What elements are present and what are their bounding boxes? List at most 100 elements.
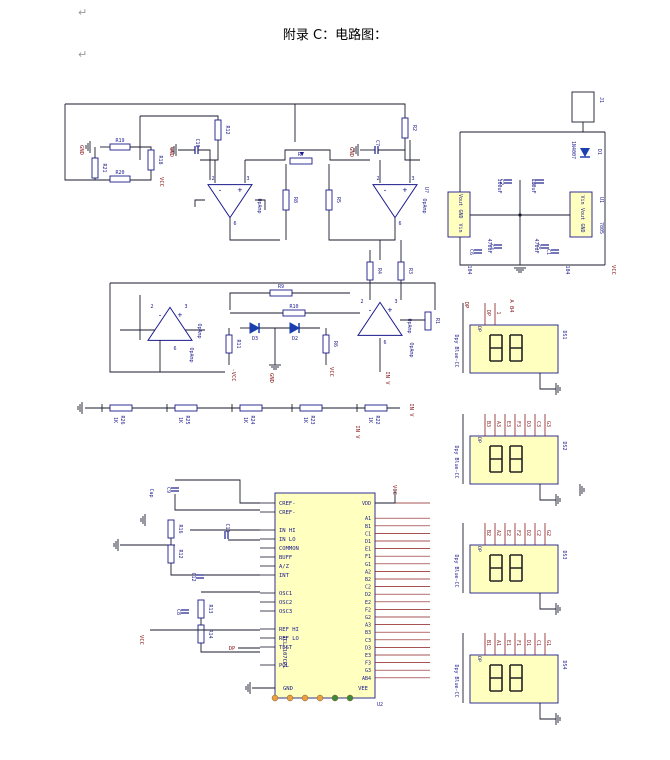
- digit-segments: [509, 554, 523, 582]
- regulator-pin-label: GND: [457, 209, 463, 218]
- wire: [539, 373, 556, 390]
- resistor-label: R23: [309, 415, 315, 424]
- ground-symbol: [269, 364, 281, 370]
- potentiometer-wiper: [300, 152, 304, 156]
- adc-pin-label-right: F3: [365, 661, 371, 667]
- wire: [94, 178, 110, 181]
- opamp-pin-label: +: [387, 305, 392, 314]
- resistor-label: R4: [376, 268, 382, 274]
- display-pin-letter: DP: [476, 546, 482, 552]
- wire: [130, 170, 152, 181]
- adc-pin-label-left: CREF-: [279, 501, 296, 507]
- opamp-label: OpAmp: [408, 342, 414, 357]
- resistor-r14: [197, 624, 205, 644]
- opamp-pin-label: 2: [360, 299, 363, 305]
- resistor-label: R5: [335, 197, 341, 203]
- diode-label: D1: [596, 149, 602, 155]
- wire: [328, 210, 380, 241]
- opamp-pin-label: 3: [184, 304, 187, 310]
- seven-segment-display: [469, 654, 559, 704]
- ground-symbol: [555, 383, 561, 395]
- display-pin-letter: DP: [476, 656, 482, 662]
- resistor-label: R7: [298, 152, 304, 158]
- opamp-label: OpAmp: [196, 323, 202, 338]
- capacitor-value: 104: [564, 265, 570, 274]
- resistor-value: 1K: [367, 417, 373, 423]
- net-label-vcc: VCC: [138, 635, 144, 645]
- display-label: DS3: [561, 550, 567, 559]
- adc-pin-label-right: C2: [365, 585, 371, 591]
- capacitor-label: C10: [194, 138, 200, 147]
- adc-pin-label-left: REF LO: [279, 636, 299, 642]
- opamp-pin-label: 2: [150, 304, 153, 310]
- seven-segment-display: [469, 544, 559, 594]
- diode-d3: [249, 322, 261, 334]
- adc-pin-label-right: D2: [365, 592, 371, 598]
- ground-symbol: [514, 267, 526, 273]
- wire: [255, 199, 266, 210]
- resistor-r12: [214, 119, 222, 141]
- ground-symbol: [579, 484, 585, 496]
- capacitor-value: 100uF: [530, 178, 536, 193]
- opamp-label: U?: [423, 187, 429, 193]
- digit-segments: [509, 445, 523, 473]
- paragraph-mark: ↵: [78, 6, 88, 19]
- adc-pin-label-right: E2: [365, 600, 371, 606]
- resistor-value: 1K: [177, 417, 183, 423]
- wire: [65, 103, 296, 142]
- resistor-r2: [401, 117, 409, 139]
- wire: [130, 146, 152, 150]
- display-pin-label: A2: [495, 530, 501, 536]
- display-pin-label: G3: [545, 421, 551, 427]
- opamp-u-fourth: [357, 301, 403, 336]
- display-pin-label: D2: [525, 530, 531, 536]
- capacitor-label: C8: [175, 609, 181, 615]
- capacitor-label: C1: [545, 249, 551, 255]
- ground-symbol: [85, 141, 91, 153]
- display-pin-label: G1: [545, 640, 551, 646]
- wire: [198, 149, 211, 180]
- adc-chip-icl7107: [274, 492, 376, 699]
- display-pin-label: E3: [505, 421, 511, 427]
- capacitor-value: 104: [466, 265, 472, 274]
- display-pin-label: B2: [485, 530, 491, 536]
- adc-pin-label-left: COMMON: [279, 546, 299, 552]
- resistor-r7: [289, 157, 313, 165]
- adc-pin-label-right: A3: [365, 623, 371, 629]
- resistor-divider: [109, 404, 133, 412]
- resistor-r10: [282, 309, 306, 317]
- adc-pin-label-right: F2: [365, 607, 371, 613]
- display-pin-label: C3: [535, 421, 541, 427]
- display-type: Dpy Blue-CC: [453, 445, 459, 478]
- resistor-label: R25: [184, 415, 190, 424]
- opamp-label: OpAmp: [406, 318, 412, 333]
- adc-pin-label-left: IN LO: [279, 537, 296, 543]
- capacitor-value: 470uF: [533, 238, 539, 253]
- capacitor-value: Cap: [148, 488, 154, 497]
- regulator-label: U1: [598, 197, 604, 203]
- display-pin-label: D3: [525, 421, 531, 427]
- resistor-label: R21: [101, 163, 107, 172]
- adc-pin-label-right: G3: [365, 668, 371, 674]
- adc-pin-label-left: POL: [279, 663, 290, 669]
- resistor-label: R12: [177, 549, 183, 558]
- opamp-label: OpAmp: [421, 198, 427, 213]
- seven-segment-display: [469, 324, 559, 374]
- display-pin-label: 1: [495, 311, 501, 314]
- opamp-pin-label: +: [177, 310, 182, 319]
- adc-pin-label-gnd: GND: [283, 686, 293, 692]
- wire: [539, 593, 556, 610]
- opamp-pin-label: -: [218, 185, 223, 194]
- display-label: DS4: [561, 660, 567, 669]
- resistor-r6: [322, 334, 330, 354]
- adc-pin-label-right: AB4: [362, 676, 371, 682]
- display-pin-letter: DP: [476, 437, 482, 443]
- resistor-divider: [239, 404, 263, 412]
- regulator-pin-label: Vin: [457, 223, 463, 232]
- display-pin-label: B1: [485, 640, 491, 646]
- wire: [194, 199, 205, 207]
- capacitor-label: C7: [374, 140, 380, 146]
- wire: [140, 115, 219, 120]
- adc-pin-label-right: D1: [365, 539, 371, 545]
